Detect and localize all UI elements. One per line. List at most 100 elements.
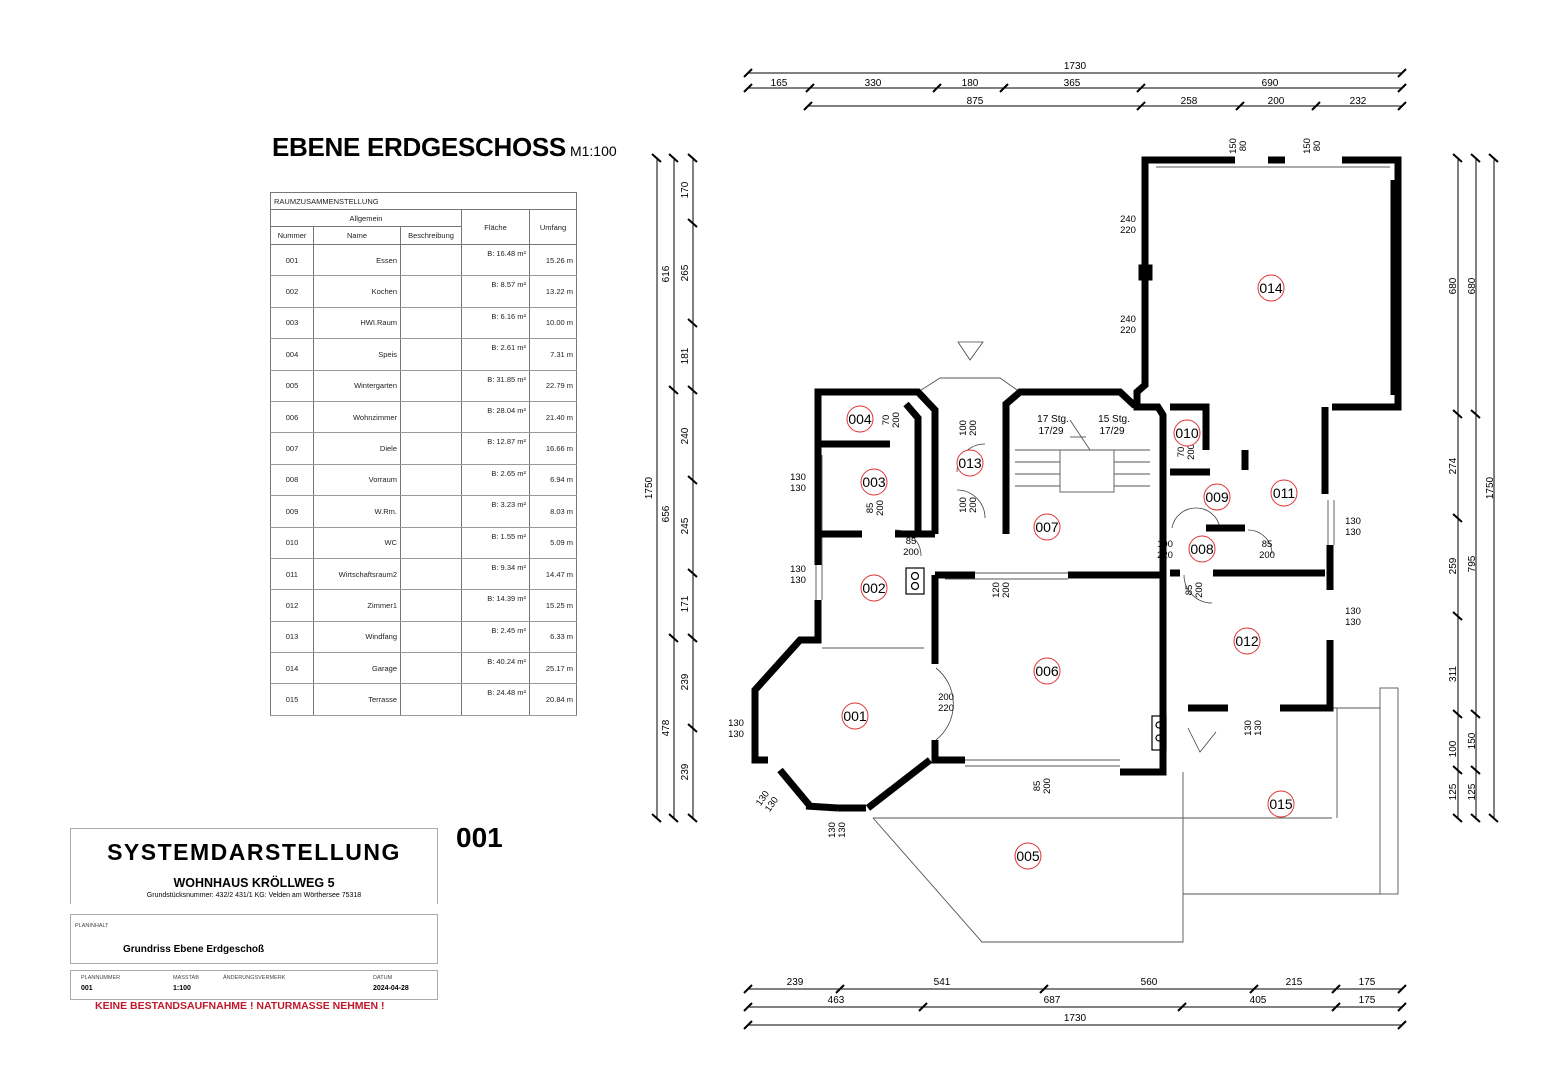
massstab-label: MASSTAB [173, 975, 199, 981]
opening-11-bottom: 130 [790, 575, 806, 586]
room-marker-label: 002 [862, 580, 886, 596]
cell-num: 010 [270, 526, 314, 559]
dim-right-in-3: 259 [1448, 557, 1459, 574]
parcel-info: Grundstücksnummer: 432/2 431/1 KG: Velde… [146, 892, 362, 899]
cell-area: B: 6.16 m² [461, 306, 530, 340]
opening-2-bottom: 220 [1120, 325, 1136, 336]
opening-19-top: 85 [1262, 539, 1273, 550]
dim-left-in-7: 239 [680, 673, 691, 690]
cell-perim: 13.22 m [529, 275, 577, 308]
title-block: SYSTEMDARSTELLUNG WOHNHAUS KRÖLLWEG 5 Gr… [70, 828, 438, 1012]
planinhalt-label: PLANINHALT [75, 923, 109, 929]
cell-name: Essen [313, 243, 401, 277]
dim-bot-6: 463 [828, 995, 845, 1006]
planno-value: 001 [81, 985, 93, 992]
opening-18-bottom: 220 [1157, 550, 1173, 561]
dim-top-7: 258 [1181, 96, 1198, 107]
room-marker-label: 001 [843, 708, 867, 724]
cell-perim: 10.00 m [529, 306, 577, 340]
room-marker-label: 011 [1273, 485, 1296, 501]
dim-top-3: 180 [962, 78, 979, 89]
stair-labels: 17 Stg. 17/29 15 Stg. 17/29 [1037, 414, 1130, 437]
dim-left-mid-2: 656 [661, 505, 672, 522]
dim-bot-5: 175 [1359, 977, 1376, 988]
opening-13-bottom: 220 [938, 703, 954, 714]
cell-name: Speis [313, 338, 401, 371]
room-marker-circle [1267, 790, 1295, 818]
stair-1-ratio: 17/29 [1038, 426, 1063, 437]
dim-left-in-2: 265 [680, 264, 691, 281]
room-marker-label: 015 [1269, 796, 1293, 812]
dim-bot-8: 405 [1250, 995, 1267, 1006]
opening-7-bottom: 200 [968, 497, 979, 513]
cell-perim: 6.33 m [529, 620, 577, 654]
dim-right-in-1: 680 [1448, 277, 1459, 294]
opening-16-top: 130 [827, 822, 838, 838]
dim-top-5: 690 [1262, 78, 1279, 89]
cell-perim: 25.17 m [529, 652, 577, 685]
plan-number-large: 001 [456, 822, 503, 853]
opening-22-top: 130 [1345, 606, 1361, 617]
dim-right-in-2: 274 [1448, 457, 1459, 474]
dimension-ticks [651, 68, 1499, 1030]
cell-perim: 5.09 m [529, 526, 577, 559]
room-marker-circle [1270, 479, 1298, 507]
datum-value: 2024-04-28 [373, 985, 409, 992]
cell-num: 003 [270, 306, 314, 340]
dim-left-in-8: 239 [680, 763, 691, 780]
dim-left-in-5: 245 [680, 517, 691, 534]
opening-3-top: 150 [1228, 138, 1239, 154]
room-marker-label: 006 [1035, 663, 1059, 679]
cell-perim: 8.03 m [529, 495, 577, 528]
cell-desc [400, 275, 462, 308]
opening-19-bottom: 200 [1259, 550, 1275, 561]
cell-name: WC [313, 526, 401, 559]
opening-20-top: 70 [1176, 447, 1187, 458]
title-block-header: SYSTEMDARSTELLUNG WOHNHAUS KRÖLLWEG 5 Gr… [70, 828, 438, 904]
room-marker-circle [1014, 842, 1042, 870]
warning-text: KEINE BESTANDSAUFNAHME ! NATURMASSE NEHM… [95, 1000, 385, 1012]
dim-right-mid-2: 795 [1467, 555, 1478, 572]
cell-name: Wohnzimmer [313, 400, 401, 434]
opening-12-top: 120 [991, 582, 1002, 598]
dim-bot-1: 239 [787, 977, 804, 988]
dim-left-outer: 1750 [644, 476, 655, 499]
stair-2-ratio: 17/29 [1099, 426, 1124, 437]
opening-11-top: 130 [790, 564, 806, 575]
opening-5-top: 70 [881, 415, 892, 426]
cell-area: B: 14.39 m² [461, 589, 530, 622]
dim-left-in-3: 181 [680, 347, 691, 364]
dim-bot-2: 541 [934, 977, 951, 988]
cell-desc [400, 589, 462, 622]
cell-desc [400, 652, 462, 685]
opening-8-bottom: 130 [790, 483, 806, 494]
cell-area: B: 2.65 m² [461, 463, 530, 497]
cell-area: B: 28.04 m² [461, 400, 530, 434]
room-marker-label: 003 [862, 474, 886, 490]
room-marker-label: 013 [958, 455, 982, 471]
dim-left-in-6: 171 [680, 595, 691, 612]
opening-2-top: 240 [1120, 314, 1136, 325]
cell-area: B: 2.61 m² [461, 338, 530, 371]
opening-23-top: 85 [1032, 781, 1043, 792]
cell-perim: 21.40 m [529, 400, 577, 434]
cell-area: B: 2.45 m² [461, 620, 530, 654]
opening-22-bottom: 130 [1345, 617, 1361, 628]
room-marker-circle [860, 574, 888, 602]
room-marker-circle [1203, 483, 1231, 511]
title-main: EBENE ERDGESCHOSS [272, 132, 566, 162]
opening-21-bottom: 130 [1345, 527, 1361, 538]
room-marker-circle [841, 702, 869, 730]
walls [751, 156, 1402, 812]
opening-10-bottom: 200 [903, 547, 919, 558]
title-scale: M1:100 [569, 143, 617, 159]
opening-12-bottom: 200 [1001, 582, 1012, 598]
room-marker-label: 005 [1016, 848, 1040, 864]
